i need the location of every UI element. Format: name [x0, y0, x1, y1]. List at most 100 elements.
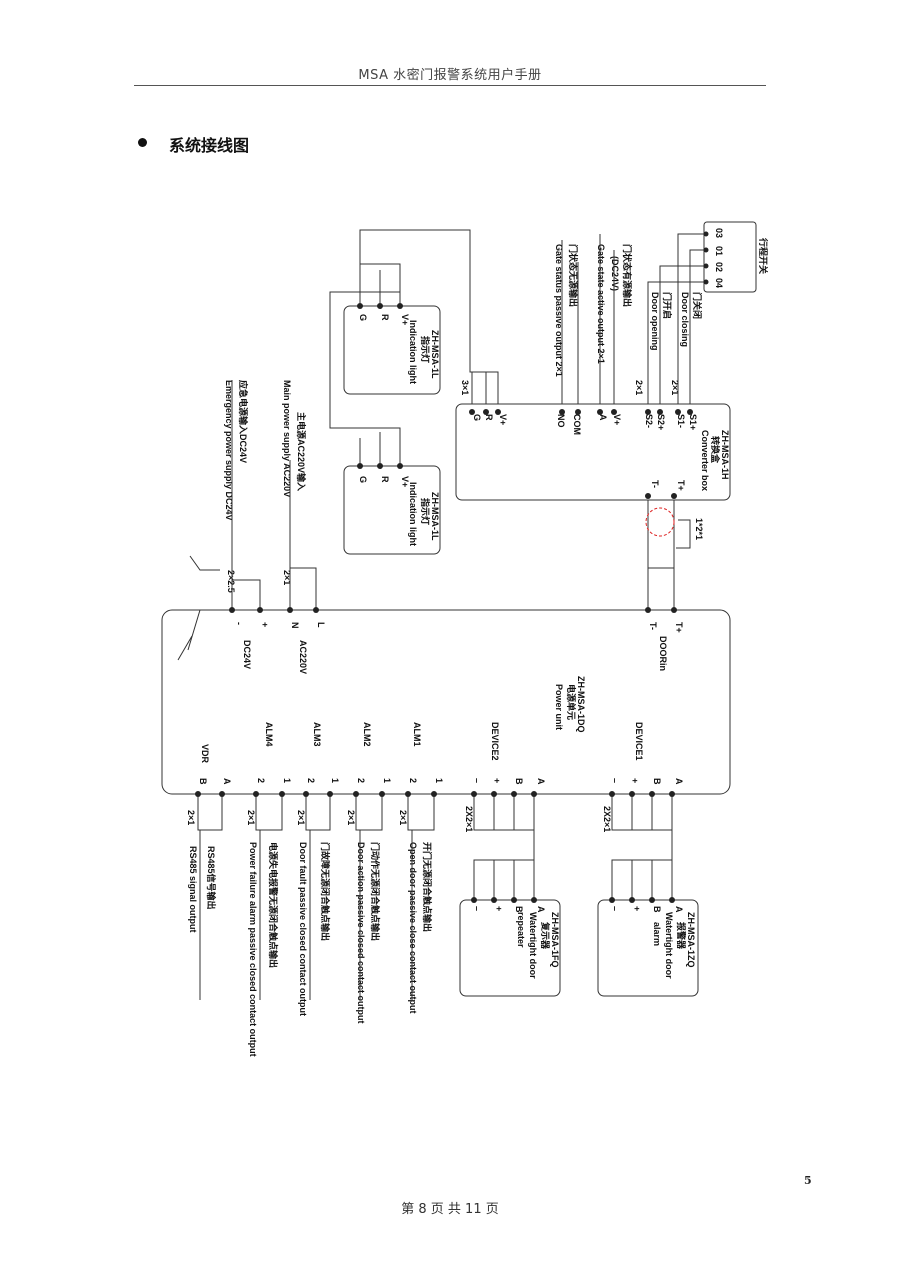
alm3-cable: 2×1 — [296, 810, 306, 825]
light2-en: Indication light — [408, 482, 418, 546]
alm3-out-cn: 门故障无源闭合触点输出 — [320, 842, 331, 941]
converter-pin-s1m: S1- — [676, 414, 686, 428]
page-footer: 第 8 页 共 11 页 — [401, 1202, 499, 1217]
alm1-out-en: Open door passive close contact output — [408, 842, 418, 1014]
alarm-box — [597, 899, 699, 997]
terminal-dots — [195, 231, 709, 903]
alarm-pin-a: A — [674, 906, 684, 913]
section-heading: 系统接线图 — [138, 132, 249, 156]
converter-pin-s1p: S1+ — [688, 414, 698, 430]
dev2-pin-minus: – — [472, 778, 482, 783]
gate-active-en: Gate state active output 2×1 — [596, 244, 606, 364]
door-closing-en: Door closing — [680, 292, 690, 347]
cable-label-dev1: 2X2×1 — [602, 806, 612, 832]
dev1-pin-plus: + — [630, 778, 640, 783]
pu-group-device2: DEVICE2 — [490, 722, 500, 761]
alarm-en1: Watertight door — [664, 912, 674, 979]
repeater-pin-plus: + — [494, 906, 504, 911]
alm2-out-en: Door action passive closed contact outpu… — [356, 842, 366, 1024]
pu-pin-l: L — [316, 622, 326, 628]
main-power-en: Main power supply AC220V — [282, 380, 292, 497]
converter-pin-tp: T+ — [676, 480, 686, 491]
converter-model: ZH-MSA-1H — [720, 430, 730, 480]
emergency-power-en: Emergency power supply DC24V — [224, 380, 234, 521]
light1-en: Indication light — [408, 320, 418, 384]
pu-group-alm2: ALM2 — [362, 722, 372, 747]
converter-pin-vp2: V+ — [498, 414, 508, 425]
pu-label-ac: AC220V — [298, 640, 308, 674]
alm4-pin-2: 2 — [256, 778, 266, 783]
light2-pin-r: R — [380, 476, 390, 483]
alm2-out-cn: 门动作无源闭合触点输出 — [370, 842, 381, 941]
alm1-pin-2: 2 — [408, 778, 418, 783]
dev1-pin-b: B — [652, 778, 662, 785]
pu-model: ZH-MSA-1DQ — [576, 676, 586, 733]
pu-pin-tm: T- — [648, 622, 658, 630]
converter-pin-r: R — [484, 414, 494, 421]
cable-label-1x2x1: 1*2*1 — [694, 518, 704, 540]
bullet-icon — [138, 137, 147, 147]
alarm-model: ZH-MSA-1ZQ — [686, 912, 696, 968]
light1-model: ZH-MSA-1L — [430, 330, 440, 379]
alarm-cn: 报警器 — [676, 922, 687, 950]
repeater-pin-minus: – — [472, 906, 482, 911]
converter-pin-com: COM — [572, 414, 582, 435]
cable-label-s1: 2×1 — [670, 380, 680, 395]
vdr-out-cn: RS485信号输出 — [206, 846, 217, 910]
alarm-pin-b: B — [652, 906, 662, 913]
repeater-box — [459, 899, 561, 997]
limit-switch-title: 行程开关 — [758, 237, 769, 274]
pu-pin-plus: + — [260, 622, 270, 627]
converter-pin-s2m: S2- — [644, 414, 654, 428]
repeater-cn: 复示器 — [540, 921, 551, 950]
dev1-pin-a: A — [674, 778, 684, 785]
alarm-pin-plus: + — [632, 906, 642, 911]
alm1-out-cn: 开门无源闭合触点输出 — [422, 842, 433, 932]
vdr-cable: 2×1 — [186, 810, 196, 825]
converter-pin-tm: T- — [650, 480, 660, 488]
limit-pin-01: 01 — [714, 246, 724, 256]
limit-pin-02: 02 — [714, 262, 724, 272]
section-title: 系统接线图 — [169, 136, 250, 155]
converter-light-wiring — [329, 229, 499, 466]
door-opening-cn: 门开启 — [662, 292, 673, 319]
light1-cn: 指示灯 — [420, 336, 431, 363]
pu-cn: 电源单元 — [566, 684, 577, 720]
converter-cn: 转换盒 — [710, 436, 721, 464]
light1-pin-r: R — [380, 314, 390, 321]
alm1-pin-1: 1 — [434, 778, 444, 783]
diagram-labels: 行程开关 03 01 02 04 门关闭 Door closing 门开启 Do… — [186, 228, 769, 1057]
output-wiring — [197, 794, 673, 1000]
limit-pin-03: 03 — [714, 228, 724, 238]
main-power-cn: 主电源AC220V输入 — [296, 412, 307, 491]
pu-pin-n: N — [290, 622, 300, 629]
revision-mark-icon — [645, 507, 675, 537]
light2-pin-vp: V+ — [400, 476, 410, 487]
cable-label-3x1: 3×1 — [460, 380, 470, 395]
alm4-out-cn: 电源失电报警无源闭合触点输出 — [268, 842, 279, 968]
pu-group-alm3: ALM3 — [312, 722, 322, 747]
gate-passive-en: Gate status passive output 2×1 — [554, 244, 564, 377]
door-opening-en: Door opening — [650, 292, 660, 351]
vdr-pin-a: A — [222, 778, 232, 785]
limit-switch-box — [703, 221, 757, 293]
emergency-power-cn: 应急电源输入DC24V — [238, 380, 249, 463]
converter-pin-no: NO — [556, 414, 566, 428]
converter-pin-a: A — [598, 414, 608, 421]
dev2-pin-b: B — [514, 778, 524, 785]
power-inputs-wiring — [177, 380, 317, 661]
limit-pin-04: 04 — [714, 278, 724, 288]
pu-group-alm1: ALM1 — [412, 722, 422, 747]
dev2-pin-a: A — [536, 778, 546, 785]
dev1-pin-minus: – — [610, 778, 620, 783]
running-header: MSA 水密门报警系统用户手册 — [358, 68, 542, 83]
limit-switch-wiring — [561, 233, 706, 404]
converter-pin-s2p: S2+ — [656, 414, 666, 430]
repeater-model: ZH-MSA-1FQ — [550, 912, 560, 968]
door-closing-cn: 门关闭 — [692, 292, 703, 319]
alm3-out-en: Door fault passive closed contact output — [298, 842, 308, 1016]
light2-pin-g: G — [358, 476, 368, 483]
repeater-pin-a: A — [536, 906, 546, 913]
light2-model: ZH-MSA-1L — [430, 492, 440, 541]
light2-box — [343, 465, 441, 555]
